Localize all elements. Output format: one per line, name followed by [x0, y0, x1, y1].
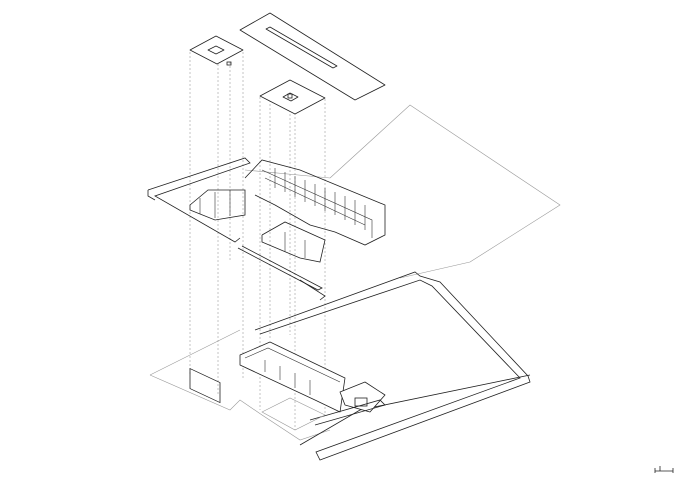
lower-floor-plan [189, 341, 386, 431]
upper-floor-plan [147, 157, 386, 301]
terrain-wall [254, 271, 531, 461]
roof-slab-middle [259, 79, 326, 115]
roof-slab-long [239, 12, 386, 101]
room-partitions [199, 168, 366, 230]
site-context-upper [244, 104, 561, 279]
roof-slab-left [189, 35, 244, 66]
scale-bar-icon [654, 466, 674, 473]
